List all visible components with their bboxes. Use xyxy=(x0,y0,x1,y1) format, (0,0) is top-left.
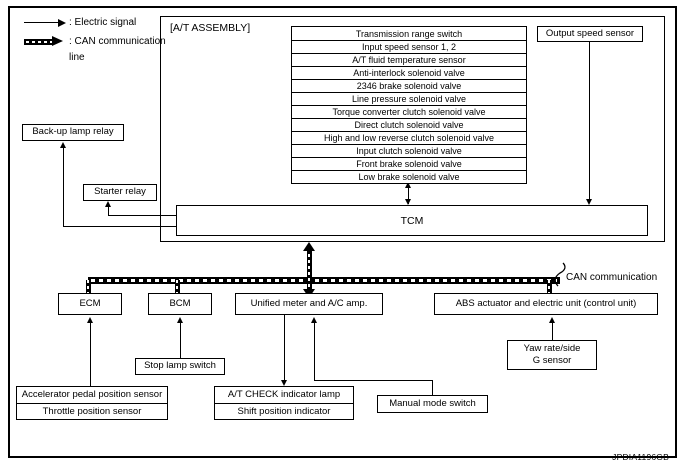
connector-tcm-to-backup-relay-v xyxy=(63,147,64,227)
thick-dashed-arrow-icon xyxy=(24,36,66,47)
arrowhead-up-icon xyxy=(548,317,555,323)
arrowhead-down-icon xyxy=(404,199,411,205)
list-item: Front brake solenoid valve xyxy=(292,157,526,170)
thin-arrow-icon xyxy=(24,18,66,27)
arrowhead-down-icon xyxy=(585,199,592,205)
list-item: Anti-interlock solenoid valve xyxy=(292,66,526,79)
ecm-box: ECM xyxy=(58,293,122,315)
list-item: Transmission range switch xyxy=(355,28,463,39)
bcm-box: BCM xyxy=(148,293,212,315)
connector-manualmode-v-right xyxy=(432,380,433,396)
list-item: Input speed sensor 1, 2 xyxy=(292,40,526,53)
shift-position-indicator: Shift position indicator xyxy=(215,402,353,420)
connector-manualmode-v-left xyxy=(314,322,315,381)
connector-tcm-to-starter-relay-v xyxy=(108,206,109,216)
legend-can-label: : CAN communication xyxy=(69,36,166,47)
at-check-indicator-lamp: A/T CHECK indicator lamp xyxy=(227,389,341,401)
unified-meter-box: Unified meter and A/C amp. xyxy=(235,293,383,315)
legend-electric-signal: : Electric signal xyxy=(24,17,136,28)
figure-code: JPDIA1196GB xyxy=(612,452,669,462)
throttle-position-sensor: Throttle position sensor xyxy=(17,402,167,420)
stop-lamp-switch-box: Stop lamp switch xyxy=(135,358,225,375)
can-bus-terminator-icon xyxy=(554,262,566,287)
arrowhead-up-icon xyxy=(310,317,317,323)
can-arrow-tcm xyxy=(303,242,315,298)
accelerator-pedal-position-sensor: Accelerator pedal position sensor xyxy=(21,389,163,401)
arrowhead-up-icon xyxy=(59,142,66,148)
legend-electric-signal-label: : Electric signal xyxy=(69,17,137,28)
pedal-sensor-stack: Accelerator pedal position sensor Thrott… xyxy=(16,386,168,420)
can-bus-line xyxy=(88,277,560,284)
list-item: High and low reverse clutch solenoid val… xyxy=(292,131,526,144)
connector-pedal-to-ecm xyxy=(90,322,91,387)
at-assembly-label: [A/T ASSEMBLY] xyxy=(170,22,251,34)
connector-stoplamp-to-bcm xyxy=(180,322,181,359)
arrowhead-up-icon xyxy=(404,182,411,188)
arrowhead-down-icon xyxy=(280,380,287,386)
connector-manualmode-h xyxy=(314,380,433,381)
tcm-box: TCM xyxy=(176,205,648,236)
at-sensor-list: Transmission range switch Input speed se… xyxy=(291,26,527,184)
connector-tcm-to-starter-relay-h xyxy=(108,215,176,216)
arrowhead-up-icon xyxy=(104,201,111,207)
connector-yaw-to-abs xyxy=(552,322,553,341)
can-bus-label: CAN communication xyxy=(566,272,658,283)
connector-output-speed-to-tcm xyxy=(589,42,590,199)
connector-tcm-to-backup-relay-h xyxy=(63,226,176,227)
backup-lamp-relay-box: Back-up lamp relay xyxy=(22,124,124,141)
list-item: Line pressure solenoid valve xyxy=(292,92,526,105)
legend-can-label-line2: line xyxy=(69,52,85,63)
yaw-rate-sensor-line1: Yaw rate/side xyxy=(523,343,581,355)
list-item: Low brake solenoid valve xyxy=(292,170,526,183)
list-item: Input clutch solenoid valve xyxy=(292,144,526,157)
figure-border xyxy=(8,6,677,458)
list-item: Direct clutch solenoid valve xyxy=(292,118,526,131)
output-speed-sensor-box: Output speed sensor xyxy=(537,26,643,42)
manual-mode-switch-box: Manual mode switch xyxy=(377,395,488,413)
arrowhead-up-icon xyxy=(176,317,183,323)
arrowhead-up-icon xyxy=(86,317,93,323)
yaw-rate-sensor-line2: G sensor xyxy=(532,355,572,366)
abs-unit-box: ABS actuator and electric unit (control … xyxy=(434,293,658,315)
list-item: Torque converter clutch solenoid valve xyxy=(292,105,526,118)
list-item: A/T fluid temperature sensor xyxy=(292,53,526,66)
list-item: 2346 brake solenoid valve xyxy=(292,79,526,92)
starter-relay-box: Starter relay xyxy=(83,184,157,201)
connector-sensorlist-to-tcm xyxy=(408,186,409,204)
legend-can-line: : CAN communication xyxy=(24,36,166,47)
yaw-rate-sensor-box: Yaw rate/side G sensor xyxy=(507,340,597,370)
indicator-stack: A/T CHECK indicator lamp Shift position … xyxy=(214,386,354,420)
connector-unifiedmeter-to-indicators xyxy=(284,315,285,380)
